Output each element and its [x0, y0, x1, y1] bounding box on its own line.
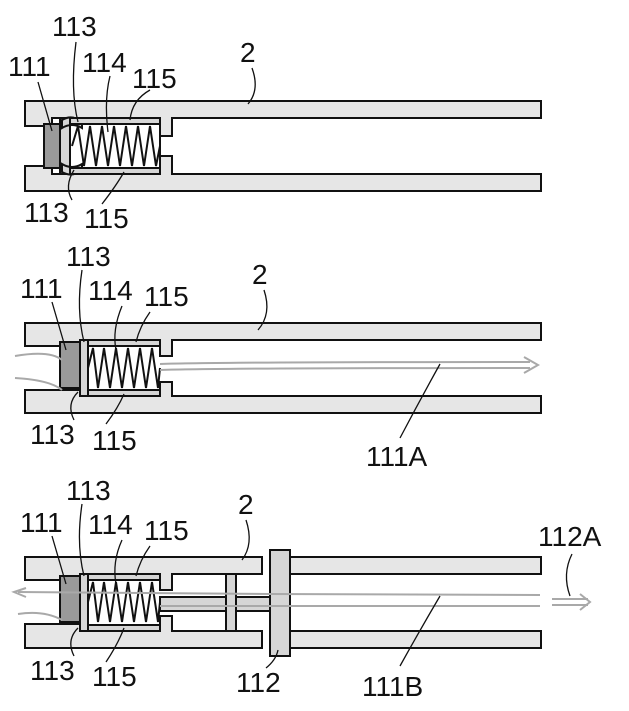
panel-1: 2 111 113 114 115 113 115	[8, 11, 541, 234]
housing-bottom-wall	[25, 382, 541, 413]
return-flow-left	[18, 613, 62, 620]
sleeve-top	[88, 340, 160, 346]
label-seal-top: 113	[66, 475, 111, 506]
label-housing: 2	[240, 37, 256, 68]
panel-2: 2 111 113 114 115 113 115 111A	[15, 241, 541, 472]
label-housing: 2	[252, 259, 268, 290]
label-flow-111B: 111B	[362, 671, 423, 702]
end-cap	[60, 342, 80, 388]
label-sleeve-top: 115	[132, 63, 177, 94]
label-seal-top: 113	[52, 11, 97, 42]
housing-top-wall-right	[290, 557, 541, 574]
label-plunger: 112	[236, 667, 281, 698]
label-seal-bottom: 113	[30, 655, 75, 686]
label-spring: 114	[82, 47, 127, 78]
plunger-rib	[226, 574, 236, 631]
label-seal-bottom: 113	[24, 197, 69, 228]
end-cap	[60, 576, 80, 622]
label-sleeve-top: 115	[144, 281, 189, 312]
label-sleeve-bottom: 115	[92, 425, 137, 456]
label-spring: 114	[88, 509, 133, 540]
label-end-cap: 111	[20, 273, 63, 304]
label-end-cap: 111	[20, 507, 63, 538]
label-seal-top: 113	[66, 241, 111, 272]
flow-arrowhead	[524, 357, 538, 373]
spring	[88, 582, 160, 622]
leader-housing	[248, 68, 255, 104]
spring	[72, 126, 160, 166]
seal-body	[80, 340, 88, 396]
flow-path-111A	[160, 362, 530, 364]
outlet-arrowhead	[580, 594, 590, 610]
label-sleeve-bottom: 115	[84, 203, 129, 234]
spring	[88, 348, 160, 388]
plunger-head	[270, 550, 290, 656]
label-sleeve-bottom: 115	[92, 661, 137, 692]
sleeve-top	[70, 118, 160, 124]
leader-housing	[242, 520, 249, 560]
sleeve-top	[88, 574, 160, 580]
sleeve-bottom	[70, 168, 160, 174]
plunger-stem	[160, 597, 270, 611]
label-end-cap: 111	[8, 51, 51, 82]
panel-3: 2 111 113 114 115 113 115 112 111B 112A	[14, 475, 602, 702]
inlet-flow-bottom	[15, 378, 62, 390]
label-spring: 114	[88, 275, 133, 306]
leader-outlet	[566, 554, 572, 596]
inlet-flow-top	[15, 354, 62, 360]
label-housing: 2	[238, 489, 254, 520]
label-sleeve-top: 115	[144, 515, 189, 546]
label-flow-111A: 111A	[366, 441, 428, 472]
flow-path-111A-lower	[160, 368, 530, 370]
seal-body	[80, 574, 88, 631]
label-outlet-flow: 112A	[538, 521, 602, 552]
label-seal-bottom: 113	[30, 419, 75, 450]
